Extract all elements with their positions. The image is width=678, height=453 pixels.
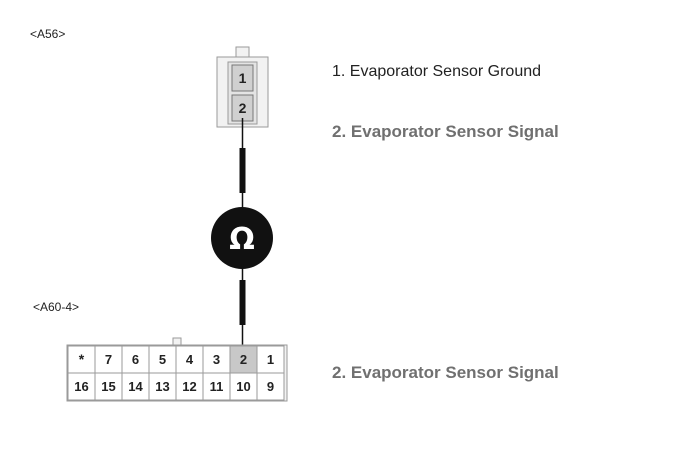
connector-a60-4-code: <A60-4>	[33, 300, 79, 314]
connector-a60-4-cell	[175, 372, 204, 401]
connector-a60-4-cell	[229, 372, 258, 401]
connector-a60-4-pin-label: 6	[132, 352, 139, 367]
connector-a60-4-pin-label: 7	[105, 352, 112, 367]
connector-a56-pin-1	[231, 64, 254, 92]
connector-a60-4-pin-label: 15	[101, 379, 115, 394]
connector-a60-4-pin-label: 16	[74, 379, 88, 394]
connector-a60-4-pin-label: 3	[213, 352, 220, 367]
connector-a60-4-cell	[94, 372, 123, 401]
ohm-symbol: Ω	[229, 222, 255, 257]
connector-a60-4-cell	[202, 345, 231, 374]
ohmmeter-icon: Ω	[211, 207, 273, 269]
connector-a60-4-pin-label: 4	[186, 352, 194, 367]
connector-a56-pin-1-label: 1	[239, 70, 247, 86]
pin-description-a60-4-2: 2. Evaporator Sensor Signal	[332, 363, 559, 382]
connector-a60-4-cell	[94, 345, 123, 374]
connector-a60-4-pin-label: 9	[267, 379, 274, 394]
connector-a60-4-pin-label: 11	[210, 379, 224, 394]
connector-a60-4-pin-label: 5	[159, 352, 166, 367]
pin-description-a56-1: 1. Evaporator Sensor Ground	[332, 63, 541, 80]
pin-description-a56-2: 2. Evaporator Sensor Signal	[332, 122, 559, 141]
connector-a60-4-cell	[256, 372, 285, 401]
connector-a60-4-cell	[148, 345, 177, 374]
connector-a60-4-pin-label: 10	[236, 379, 250, 394]
connector-a56-pin-2-label: 2	[239, 100, 247, 116]
connector-a56-latch	[235, 46, 250, 58]
connector-a60-4-cell	[121, 372, 150, 401]
connector-a56: 1 2	[216, 46, 269, 128]
connector-a56-code: <A56>	[30, 27, 65, 41]
connector-a60-4-latch	[172, 337, 182, 346]
connector-a60-4-pin-label: 12	[182, 379, 196, 394]
connector-a60-4: * 7 6 5 4 3 2 1 16 15 14 13 12 11 10 9	[66, 337, 288, 402]
connector-a60-4-pin-label: 2	[240, 352, 247, 367]
connector-a60-4-pin-label: 13	[155, 379, 169, 394]
connector-a60-4-pin-label: *	[79, 351, 85, 367]
connector-a60-4-pin-label: 14	[128, 379, 143, 394]
ohmmeter-body	[211, 207, 273, 269]
connector-a60-4-cell	[202, 372, 231, 401]
connector-a60-4-pins: * 7 6 5 4 3 2 1 16 15 14 13 12 11 10 9	[67, 345, 285, 401]
connector-a60-4-pin-label: 1	[267, 352, 274, 367]
